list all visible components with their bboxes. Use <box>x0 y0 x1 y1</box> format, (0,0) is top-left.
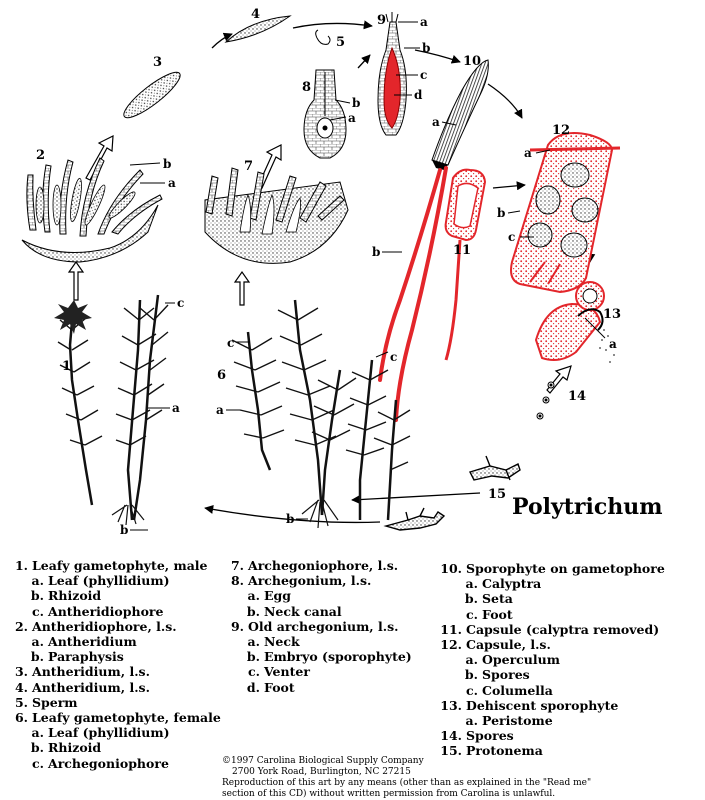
label-10: 10 <box>463 54 481 69</box>
label-4: 4 <box>251 7 260 22</box>
female-gametophyte-6 <box>232 300 356 528</box>
label-9b: b <box>422 41 430 55</box>
seta-red <box>380 168 446 420</box>
label-12b: b <box>497 206 505 220</box>
label-8: 8 <box>302 80 311 95</box>
label-10c: c <box>390 350 397 364</box>
label-9: 9 <box>377 13 386 28</box>
old-archegonium-9 <box>378 12 406 135</box>
sperm-5 <box>316 30 330 44</box>
label-9d: d <box>414 88 423 102</box>
label-1a: a <box>172 401 180 415</box>
label-13a: a <box>609 337 617 351</box>
dehiscent-sporophyte-13 <box>536 282 615 363</box>
antheridiophore-rosette <box>54 300 92 334</box>
diagram-title: Polytrichum <box>512 494 663 520</box>
copyright-notice: ©1997 Carolina Biological Supply Company… <box>222 756 591 800</box>
label-8a: a <box>348 111 356 125</box>
label-9a: a <box>420 15 428 29</box>
antheridiophore-section-2 <box>22 158 165 262</box>
enlargement-arrows <box>69 136 571 393</box>
archegoniophore-section-7 <box>205 168 348 263</box>
legend-column-1: 1.Leafy gametophyte, male a.Leaf (phylli… <box>6 558 221 771</box>
label-2: 2 <box>36 148 45 163</box>
label-6b: b <box>286 512 294 526</box>
label-12: 12 <box>552 123 570 138</box>
label-11: 11 <box>453 243 471 258</box>
sporophyte-10 <box>432 60 488 170</box>
label-12c: c <box>508 230 515 244</box>
capsule-11 <box>446 170 485 360</box>
label-14: 14 <box>568 389 586 404</box>
label-6c: c <box>227 336 234 350</box>
label-10b: b <box>372 245 380 259</box>
spores-14 <box>537 382 554 419</box>
label-12a: a <box>524 146 532 160</box>
label-9c: c <box>420 68 427 82</box>
label-1c: c <box>177 296 184 310</box>
male-gametophyte-1 <box>54 295 168 525</box>
label-1: 1 <box>62 359 71 374</box>
legend-column-2: 7.Archegoniophore, l.s. 8.Archegonium, l… <box>222 558 412 695</box>
label-6: 6 <box>217 368 226 383</box>
label-1b: b <box>120 523 128 537</box>
legend-column-3: 10.Sporophyte on gametophore a.Calyptra … <box>440 561 665 759</box>
label-6a: a <box>216 403 224 417</box>
label-15: 15 <box>488 487 506 502</box>
label-2a: a <box>168 176 176 190</box>
label-13: 13 <box>603 307 621 322</box>
label-3: 3 <box>153 55 162 70</box>
polytrichum-life-cycle-diagram: 1 2 3 4 5 6 7 8 9 10 11 12 13 14 15 c a … <box>0 0 705 560</box>
label-7: 7 <box>244 159 253 174</box>
antheridium-3 <box>119 66 185 123</box>
label-8b: b <box>352 96 360 110</box>
label-10a: a <box>432 115 440 129</box>
label-5: 5 <box>336 35 345 50</box>
label-2b: b <box>163 157 171 171</box>
